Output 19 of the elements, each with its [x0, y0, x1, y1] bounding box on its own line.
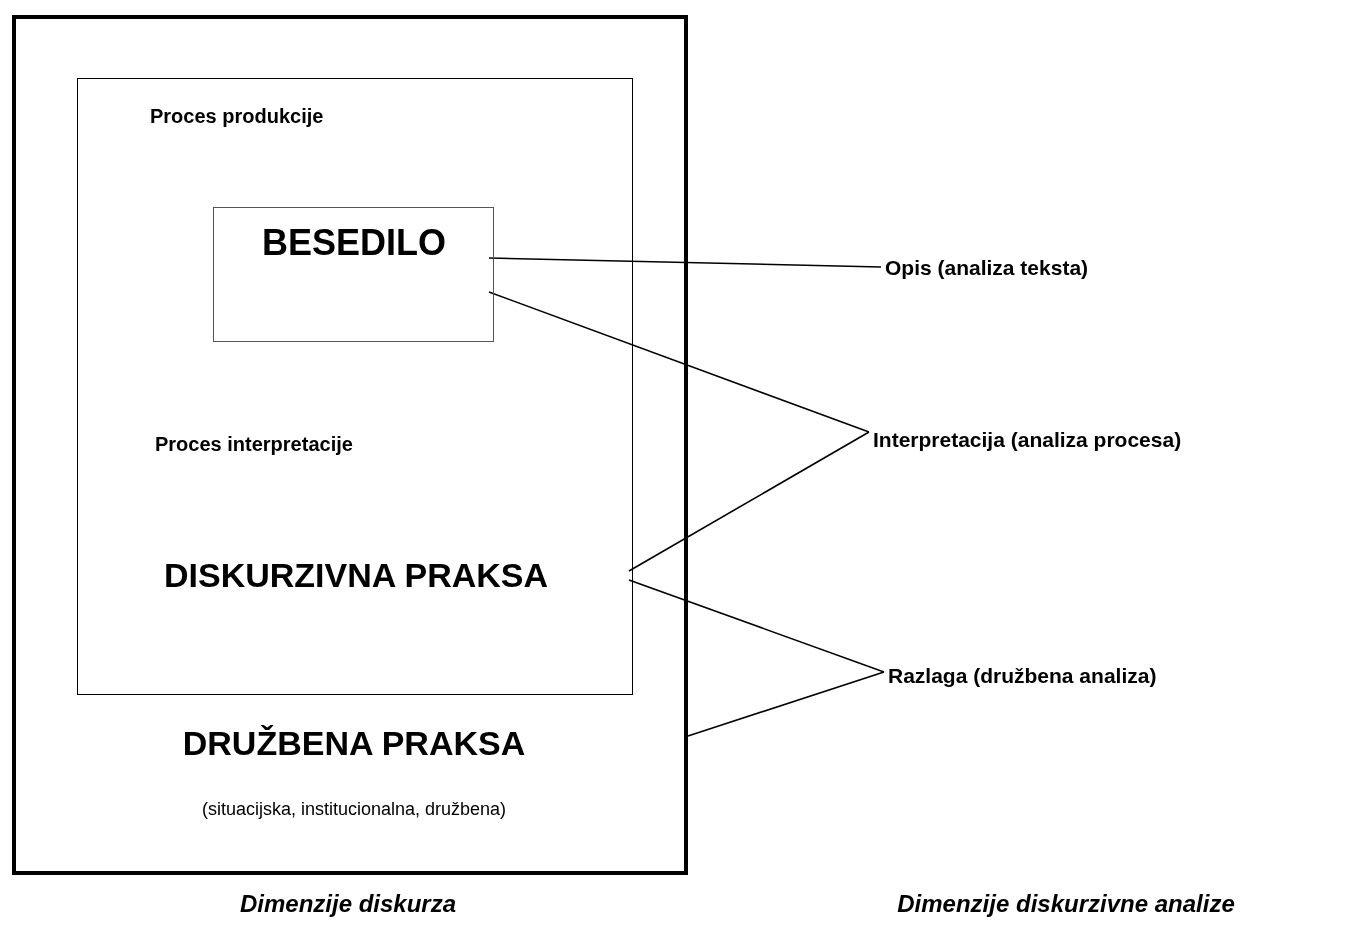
analysis-label: Interpretacija (analiza procesa): [873, 424, 1182, 456]
text-box: [213, 207, 494, 342]
connector-line: [687, 671, 885, 737]
connector-line: [488, 257, 882, 268]
heading: DISKURZIVNA PRAKSA: [163, 556, 549, 595]
heading: BESEDILO: [262, 222, 446, 264]
subtitle: (situacijska, institucionalna, družbena): [201, 799, 507, 820]
inner-box: [77, 78, 633, 695]
outer-box: [12, 15, 688, 875]
heading: Proces produkcije: [150, 105, 324, 128]
caption: Dimenzije diskurzivne analize: [897, 890, 1235, 918]
connector-line: [488, 291, 870, 433]
heading: Proces interpretacije: [155, 433, 353, 456]
analysis-label: Opis (analiza teksta): [885, 252, 1089, 284]
connector-line: [628, 431, 870, 572]
analysis-label: Razlaga (družbena analiza): [888, 660, 1157, 692]
connector-line: [628, 579, 885, 673]
heading: DRUŽBENA PRAKSA: [182, 724, 526, 763]
caption: Dimenzije diskurza: [239, 890, 457, 918]
